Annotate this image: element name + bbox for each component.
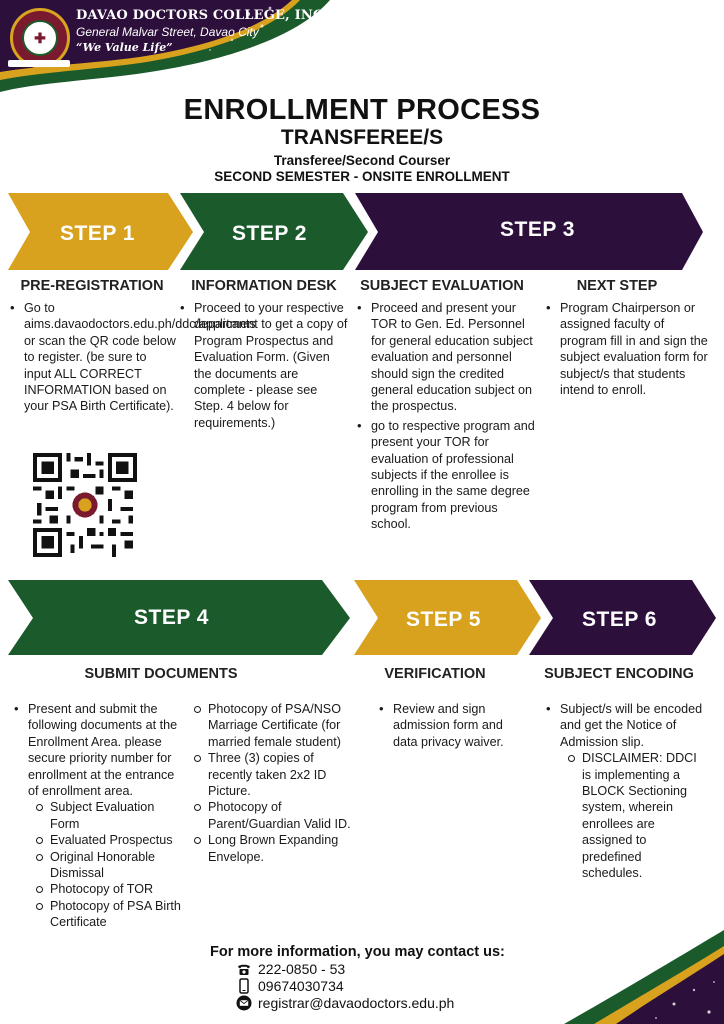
document-item: Photocopy of PSA/NSO Marriage Certificat…	[170, 701, 352, 750]
list-item: Program Chairperson or assigned faculty …	[544, 300, 710, 398]
step-1-label: STEP 1	[60, 222, 135, 245]
semester-label: SECOND SEMESTER - ONSITE ENROLLMENT	[214, 169, 510, 184]
step-6-instructions: Subject/s will be encoded and get the No…	[544, 701, 704, 881]
step-4-instructions: Present and submit the following documen…	[12, 701, 182, 931]
logo-caption-strip	[8, 60, 70, 67]
school-name: DAVAO DOCTORS COLLEGE, INC.	[76, 8, 329, 23]
step-2-label: STEP 2	[232, 222, 307, 245]
step-3-instructions: Proceed and present your TOR to Gen. Ed.…	[355, 300, 535, 533]
list-item: Present and submit the following documen…	[12, 701, 182, 799]
heading-verification: VERIFICATION	[384, 666, 486, 682]
contact-phone-row: 222-0850 - 53	[236, 961, 345, 977]
list-item: Review and sign admission form and data …	[377, 701, 517, 750]
step-6-arrow	[529, 580, 716, 655]
telephone-icon	[238, 964, 250, 975]
list-item: Proceed to your respective department to…	[178, 300, 348, 431]
step-1-arrow	[8, 193, 193, 270]
email-address[interactable]: registrar@davaodoctors.edu.ph	[258, 995, 455, 1011]
disclaimer-item: DISCLAIMER: DDCI is implementing a BLOCK…	[544, 750, 704, 881]
step-5-instructions: Review and sign admission form and data …	[377, 701, 517, 750]
page-subtitle: TRANSFEREE/S	[280, 126, 444, 149]
step-4-documents-continued: Photocopy of PSA/NSO Marriage Certificat…	[170, 701, 352, 865]
document-item: Original Honorable Dismissal	[12, 849, 182, 882]
list-item: Go to aims.davaodoctors.edu.ph/ddc/appli…	[8, 300, 256, 415]
next-step-instructions: Program Chairperson or assigned faculty …	[544, 300, 710, 398]
step-2-instructions: Proceed to your respective department to…	[178, 300, 348, 431]
registration-qr-code[interactable]	[33, 453, 137, 557]
school-motto: “We Value Life”	[76, 41, 173, 54]
step-5-arrow	[354, 580, 541, 655]
college-seal-logo: ✚	[10, 8, 70, 68]
step-4-arrow	[8, 580, 350, 655]
page-title: ENROLLMENT PROCESS	[183, 94, 541, 126]
mobile-phone-icon	[239, 978, 249, 994]
list-item: Subject/s will be encoded and get the No…	[544, 701, 704, 750]
heading-pre-registration: PRE-REGISTRATION	[20, 278, 164, 294]
heading-next-step: NEXT STEP	[576, 278, 658, 294]
step-2-arrow	[180, 193, 368, 270]
step-5-label: STEP 5	[406, 608, 481, 631]
document-item: Photocopy of PSA Birth Certificate	[12, 898, 182, 931]
email-icon	[236, 995, 252, 1011]
list-item: Proceed and present your TOR to Gen. Ed.…	[355, 300, 535, 415]
contact-mobile-row: 09674030734	[236, 978, 344, 994]
document-item: Three (3) copies of recently taken 2x2 I…	[170, 750, 352, 799]
document-item: Subject Evaluation Form	[12, 799, 182, 832]
heading-information-desk: INFORMATION DESK	[191, 278, 337, 294]
header-banner: ✚ DAVAO DOCTORS COLLEGE, INC. General Ma…	[0, 0, 724, 120]
contact-heading: For more information, you may contact us…	[210, 944, 505, 960]
applicant-category: Transferee/Second Courser	[273, 153, 451, 168]
heading-subject-evaluation: SUBJECT EVALUATION	[360, 278, 524, 294]
step-1-instructions: Go to aims.davaodoctors.edu.ph/ddc/appli…	[8, 300, 256, 415]
document-item: Photocopy of TOR	[12, 881, 182, 897]
heading-submit-documents: SUBMIT DOCUMENTS	[84, 666, 238, 682]
step-6-label: STEP 6	[582, 608, 657, 631]
step-3-arrow	[355, 193, 703, 270]
document-item: Photocopy of Parent/Guardian Valid ID.	[170, 799, 352, 832]
corner-decoration	[564, 930, 724, 1024]
phone-number[interactable]: 222-0850 - 53	[258, 961, 346, 977]
school-address: General Malvar Street, Davao City	[76, 25, 259, 39]
list-item: go to respective program and present you…	[355, 418, 535, 533]
mobile-number[interactable]: 09674030734	[258, 978, 344, 994]
contact-email-row: registrar@davaodoctors.edu.ph	[236, 995, 454, 1011]
document-item: Evaluated Prospectus	[12, 832, 182, 848]
banner-graphic	[0, 0, 330, 92]
heading-subject-encoding: SUBJECT ENCODING	[544, 666, 694, 682]
step-3-label: STEP 3	[500, 218, 575, 241]
document-item: Long Brown Expanding Envelope.	[170, 832, 352, 865]
step-4-label: STEP 4	[134, 606, 209, 629]
